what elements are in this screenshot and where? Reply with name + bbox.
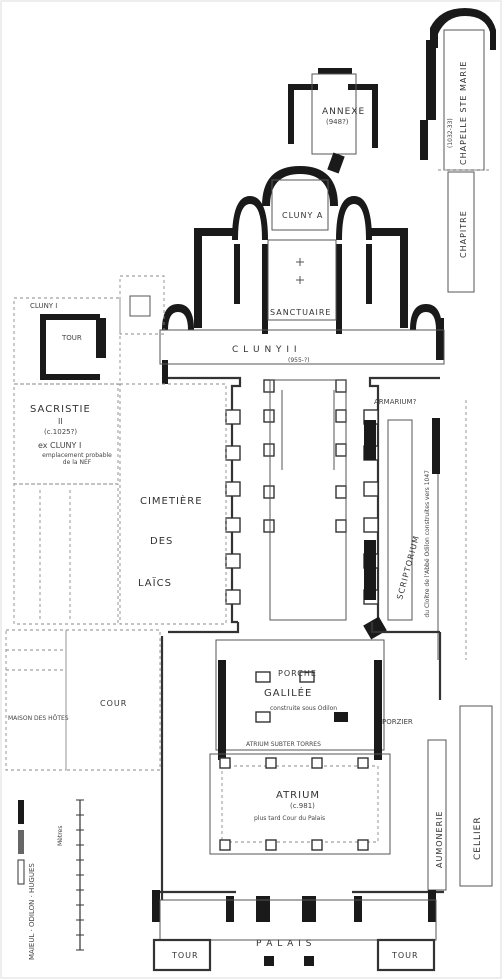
legend: MAIEUL · ODILON · HUGUES Mètres	[17, 799, 84, 960]
tour-tl-label: TOUR	[61, 334, 82, 342]
scale-title: Mètres	[57, 826, 64, 846]
nave-column-left	[263, 409, 275, 423]
galilee-note: construite sous Odilon	[270, 705, 337, 712]
east-range: ARMARIUM? SCRIPTORIUM du Cloître de l'Ab…	[374, 398, 467, 660]
cimetiere: CIMETIÈRE DES LAÏCS	[119, 383, 227, 625]
atrium: ATRIUM (c.981) plus tard Cour du Palais	[209, 753, 391, 855]
laics-label: LAÏCS	[138, 576, 172, 589]
atrium-label: ATRIUM	[276, 790, 320, 801]
armarium-label: ARMARIUM?	[374, 398, 417, 406]
nave-column-left	[263, 379, 275, 393]
nave-pier-left	[225, 481, 241, 497]
atrium-pier	[265, 839, 277, 851]
sacristie-date: (c.1025?)	[44, 428, 77, 436]
nave-column-right	[335, 379, 347, 393]
chapitre-label: CHAPITRE	[459, 210, 468, 258]
galilee-label: GALILÉE	[264, 686, 312, 699]
tour-b2-label: TOUR	[391, 951, 419, 960]
legend-title: MAIEUL · ODILON · HUGUES	[28, 863, 36, 960]
aumonerie-cellier: AUMONERIE CELLIER	[427, 632, 493, 891]
legend-swatch-maieul	[18, 800, 24, 824]
atrium-note: plus tard Cour du Palais	[254, 815, 325, 822]
cluny-i-block: CLUNY I TOUR	[13, 275, 165, 385]
nave-pier-left	[225, 589, 241, 605]
atrium-pier	[311, 839, 323, 851]
cluny-ii-date: (955-?)	[288, 357, 309, 364]
palais-label: P A L A I S	[256, 939, 312, 949]
sacristie-label: SACRISTIE	[30, 404, 91, 415]
chapelle-date: (1032-33)	[447, 118, 454, 148]
chapelle-ste-marie: CHAPELLE STE MARIE (1032-33)	[420, 8, 496, 171]
maison-hotes-label: MAISON DES HÔTES	[8, 715, 69, 722]
atrium-pier	[357, 839, 369, 851]
scriptorium-label: SCRIPTORIUM	[395, 534, 421, 600]
atrium-date: (c.981)	[290, 802, 315, 810]
des-label: DES	[150, 536, 173, 547]
sacristie-num: II	[58, 417, 63, 426]
atrium-pier	[265, 757, 277, 769]
cluny-ii-label: C L U N Y I I	[232, 345, 298, 355]
sanctuaire-label: SANCTUAIRE	[270, 308, 331, 317]
legend-swatch-hugues	[17, 859, 25, 885]
annexe-label: ANNEXE	[322, 107, 365, 117]
nave-pier-right	[363, 481, 379, 497]
nave-column-right	[335, 443, 347, 457]
cimetiere-label: CIMETIÈRE	[140, 494, 203, 507]
cloitre-note: du Cloître de l'Abbé Odilon construites …	[424, 470, 431, 618]
nave-pier-left	[225, 409, 241, 425]
nave	[168, 376, 440, 640]
cluny-i-label: CLUNY I	[30, 302, 57, 310]
apsidioles	[194, 196, 408, 328]
palais: P A L A I S TOUR TOUR	[152, 890, 444, 972]
nave-pier-left	[225, 517, 241, 533]
cellier-label: CELLIER	[473, 816, 483, 860]
nave-pier-right	[363, 517, 379, 533]
west-courts: MAISON DES HÔTES COUR	[5, 629, 161, 771]
cluny-a-apse: CLUNY A	[262, 152, 345, 231]
chapelle-label: CHAPELLE STE MARIE	[459, 61, 468, 165]
nave-column-left	[263, 519, 275, 533]
chapitre: CHAPITRE	[447, 171, 475, 293]
aumonerie-label: AUMONERIE	[435, 810, 444, 868]
nave-column-left	[263, 485, 275, 499]
cour-label: COUR	[100, 699, 127, 708]
nave-column-right	[335, 485, 347, 499]
cluny-a-label: CLUNY A	[282, 211, 323, 220]
choir: SANCTUAIRE	[234, 239, 372, 334]
galilee: PORCHE GALILÉE construite sous Odilon AT…	[160, 622, 440, 900]
annexe: ANNEXE (948?)	[288, 68, 378, 155]
transept: C L U N Y I I (955-?)	[159, 304, 445, 384]
porzier-label: PORZIER	[382, 718, 413, 726]
atrium-sub-label: ATRIUM SUBTER TORRES	[246, 741, 321, 748]
nave-pier-left	[225, 445, 241, 461]
nave-pier-left	[225, 553, 241, 569]
nave-column-right	[335, 519, 347, 533]
emplacement-note: emplacement probable de la NEF	[42, 452, 112, 466]
atrium-pier	[311, 757, 323, 769]
nave-column-right	[335, 409, 347, 423]
atrium-pier	[219, 757, 231, 769]
scale-ticks	[76, 799, 84, 951]
ex-cluny-label: ex CLUNY I	[38, 441, 81, 450]
porche-label: PORCHE	[278, 669, 317, 678]
sacristie: SACRISTIE II (c.1025?) ex CLUNY I emplac…	[13, 383, 119, 625]
atrium-pier	[357, 757, 369, 769]
annexe-date: (948?)	[326, 118, 349, 126]
legend-swatch-odilon	[18, 830, 24, 854]
nave-column-left	[263, 443, 275, 457]
tour-b1-label: TOUR	[171, 951, 199, 960]
atrium-pier	[219, 839, 231, 851]
